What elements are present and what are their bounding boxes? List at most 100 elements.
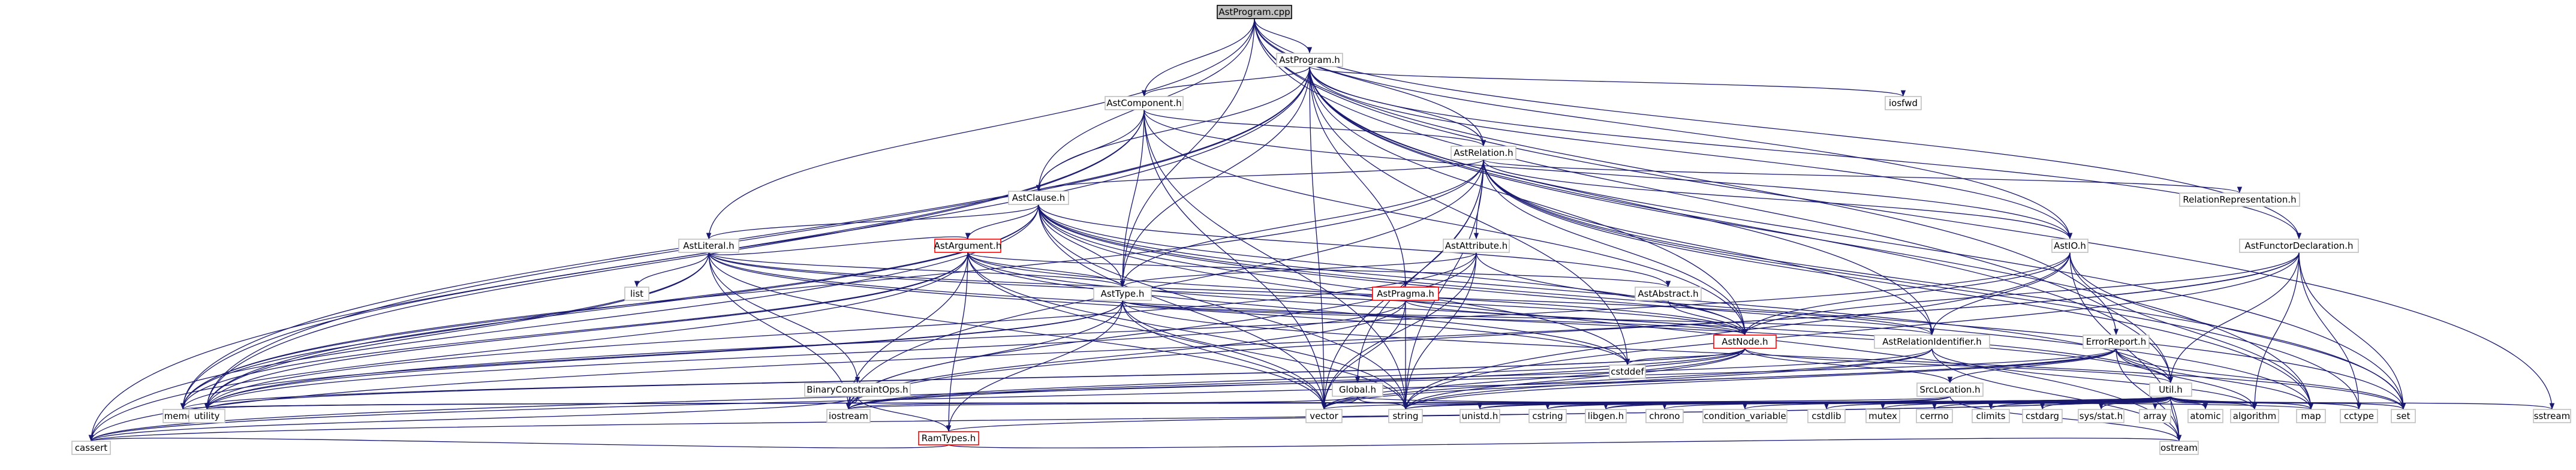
include-edge bbox=[1321, 252, 1477, 410]
node-list[interactable]: list bbox=[624, 287, 649, 301]
node-label: vector bbox=[1310, 411, 1338, 421]
node-array[interactable]: array bbox=[2139, 409, 2171, 423]
node-astcomponent-h[interactable]: AstComponent.h bbox=[1105, 96, 1184, 110]
node-cstdarg[interactable]: cstdarg bbox=[2022, 409, 2063, 423]
node-unistd-h[interactable]: unistd.h bbox=[1459, 409, 1500, 423]
node-astnode-h[interactable]: AstNode.h bbox=[1713, 335, 1777, 349]
node-astattribute-h[interactable]: AstAttribute.h bbox=[1443, 239, 1510, 253]
node-box bbox=[2533, 409, 2571, 423]
node-box bbox=[2139, 409, 2171, 423]
node-cassert[interactable]: cassert bbox=[71, 441, 111, 455]
node-climits[interactable]: climits bbox=[1972, 409, 2010, 423]
include-edge bbox=[2170, 396, 2554, 410]
include-edge bbox=[2168, 252, 2300, 384]
node-box bbox=[1459, 409, 1500, 423]
node-chrono[interactable]: chrono bbox=[1645, 409, 1684, 423]
include-edge bbox=[946, 300, 1123, 432]
node-sysstat-h[interactable]: sys/stat.h bbox=[2078, 409, 2124, 423]
node-errorreport-h[interactable]: ErrorReport.h bbox=[2083, 335, 2150, 349]
node-astliteral-h[interactable]: AstLiteral.h bbox=[678, 239, 739, 253]
node-cstdlib[interactable]: cstdlib bbox=[1807, 409, 1846, 423]
include-edge bbox=[1143, 109, 2073, 240]
node-label: set bbox=[2397, 411, 2411, 421]
node-utility[interactable]: utility bbox=[188, 409, 225, 423]
include-edge bbox=[1483, 159, 2073, 240]
node-box bbox=[2022, 409, 2063, 423]
node-astrelation-h[interactable]: AstRelation.h bbox=[1450, 146, 1516, 160]
include-edge bbox=[1947, 348, 2117, 384]
node-global-h[interactable]: Global.h bbox=[1332, 382, 1383, 397]
include-edge bbox=[1988, 396, 2171, 410]
node-box bbox=[1885, 96, 1922, 110]
include-edge bbox=[1483, 159, 1935, 336]
node-srclocation-h[interactable]: SrcLocation.h bbox=[1916, 382, 1984, 397]
node-cerrno[interactable]: cerrno bbox=[1916, 409, 1953, 423]
node-astfunctordecl-h[interactable]: AstFunctorDeclaration.h bbox=[2239, 239, 2359, 253]
node-box bbox=[1332, 382, 1383, 397]
node-box bbox=[1585, 409, 1627, 423]
node-set[interactable]: set bbox=[2391, 409, 2416, 423]
node-vector[interactable]: vector bbox=[1305, 409, 1343, 423]
node-cctype[interactable]: cctype bbox=[2340, 409, 2378, 423]
node-label: AstIO.h bbox=[2054, 240, 2086, 251]
node-string[interactable]: string bbox=[1388, 409, 1423, 423]
include-edge bbox=[706, 18, 1255, 240]
node-algorithm[interactable]: algorithm bbox=[2230, 409, 2279, 423]
node-box bbox=[1372, 287, 1439, 301]
node-util-h[interactable]: Util.h bbox=[2149, 382, 2192, 397]
node-label: AstProgram.h bbox=[1279, 55, 1340, 65]
node-cstring[interactable]: cstring bbox=[1528, 409, 1567, 423]
node-astclause-h[interactable]: AstClause.h bbox=[1008, 191, 1069, 205]
node-label: ostream bbox=[2160, 442, 2198, 453]
node-asttype-h[interactable]: AstType.h bbox=[1093, 287, 1152, 301]
node-label: AstPragma.h bbox=[1377, 288, 1434, 299]
include-edge bbox=[846, 348, 1933, 410]
node-label: mutex bbox=[1868, 411, 1897, 421]
node-label: iosfwd bbox=[1889, 98, 1918, 109]
node-box bbox=[826, 409, 871, 423]
include-edge bbox=[180, 252, 709, 410]
include-edge bbox=[1309, 66, 1935, 336]
node-condvar[interactable]: condition_variable bbox=[1702, 409, 1787, 423]
node-cstddef[interactable]: cstddef bbox=[1609, 364, 1646, 379]
include-edge bbox=[2170, 396, 2258, 410]
node-root[interactable]: AstProgram.cpp bbox=[1217, 5, 1292, 19]
include-edge bbox=[1483, 159, 2242, 194]
node-binconstr-h[interactable]: BinaryConstraintOps.h bbox=[804, 382, 911, 397]
include-edge bbox=[846, 348, 1746, 410]
node-ramtypes-h[interactable]: RamTypes.h bbox=[918, 431, 979, 445]
node-label: AstComponent.h bbox=[1106, 98, 1181, 109]
include-edge bbox=[2115, 348, 2314, 410]
include-edge bbox=[967, 252, 1409, 410]
node-relrep-h[interactable]: RelationRepresentation.h bbox=[2179, 192, 2300, 207]
node-box bbox=[188, 409, 225, 423]
node-sstream[interactable]: sstream bbox=[2533, 409, 2571, 423]
node-iostream[interactable]: iostream bbox=[826, 409, 871, 423]
include-edge bbox=[1143, 109, 1748, 336]
include-edge bbox=[1322, 348, 1933, 410]
node-box bbox=[2239, 239, 2359, 253]
node-box bbox=[1713, 335, 1777, 349]
node-iosfwd[interactable]: iosfwd bbox=[1885, 96, 1922, 110]
node-astio-h[interactable]: AstIO.h bbox=[2051, 239, 2089, 253]
include-edge bbox=[1321, 348, 1746, 410]
node-label: SrcLocation.h bbox=[1919, 384, 1980, 395]
node-box bbox=[2078, 409, 2124, 423]
node-map[interactable]: map bbox=[2296, 409, 2326, 423]
node-libgen-h[interactable]: libgen.h bbox=[1585, 409, 1627, 423]
node-ostream[interactable]: ostream bbox=[2159, 441, 2199, 455]
include-edge bbox=[846, 348, 2117, 410]
node-mutex[interactable]: mutex bbox=[1865, 409, 1900, 423]
node-astabstract-h[interactable]: AstAbstract.h bbox=[1635, 287, 1702, 301]
include-edge bbox=[1141, 18, 1255, 97]
node-atomic[interactable]: atomic bbox=[2187, 409, 2223, 423]
include-edge bbox=[1120, 159, 1484, 288]
include-edge bbox=[1143, 109, 1409, 410]
node-astpragma-h[interactable]: AstPragma.h bbox=[1372, 287, 1439, 301]
node-astprogram-h[interactable]: AstProgram.h bbox=[1276, 53, 1343, 67]
node-label: atomic bbox=[2190, 411, 2220, 421]
node-label: AstArgument.h bbox=[934, 240, 1002, 251]
node-astargument-h[interactable]: AstArgument.h bbox=[934, 239, 1002, 253]
node-astrelid-h[interactable]: AstRelationIdentifier.h bbox=[1874, 335, 1990, 349]
node-label: cstring bbox=[1532, 411, 1563, 421]
